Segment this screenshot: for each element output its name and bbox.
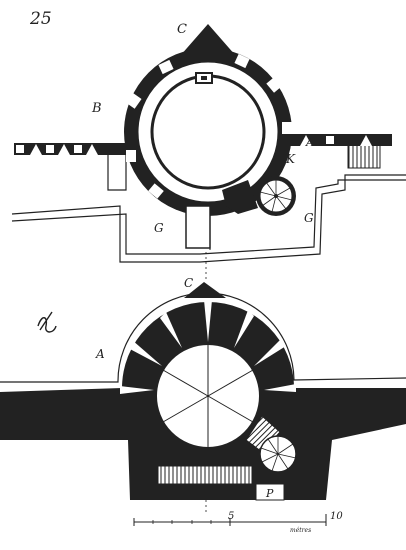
scale-tick-5: 5 <box>228 511 234 522</box>
upper-tower-spur <box>180 24 236 56</box>
upper-plan: C B A K G G <box>11 22 406 263</box>
upper-spiral-stair <box>222 176 296 216</box>
upper-tower-chamber <box>150 74 266 190</box>
lower-label-c: C <box>184 276 193 290</box>
scale-unit: métres <box>290 527 311 534</box>
upper-embrasures <box>126 53 292 199</box>
upper-label-k: K <box>285 152 296 166</box>
north-mark <box>37 311 57 333</box>
lower-plan: C A P <box>0 276 406 501</box>
lower-label-p: P <box>265 487 274 500</box>
lower-embrasures <box>120 300 296 394</box>
lower-stair-passage <box>245 415 281 453</box>
lower-label-a: A <box>95 347 105 361</box>
upper-label-g-left: G <box>154 221 164 235</box>
lower-tower-spur <box>184 282 226 298</box>
upper-entrance-passage <box>185 205 211 249</box>
lower-gallery-passage <box>147 428 169 466</box>
upper-label-g-right: G <box>304 211 314 225</box>
lower-spiral-stair <box>259 435 297 473</box>
upper-label-b: B <box>91 101 102 116</box>
upper-annex-left <box>107 148 127 191</box>
lower-room-p <box>255 483 285 501</box>
upper-curtain-wall-left <box>14 143 126 155</box>
lower-vault-ribs <box>162 344 254 448</box>
plate-number: 25 <box>29 9 52 29</box>
upper-label-c: C <box>177 22 187 37</box>
upper-enclosure-inner <box>11 179 406 255</box>
scale-tick-10: 10 <box>330 511 343 522</box>
scale-bar: 5 10 métres <box>133 511 343 534</box>
upper-curtain-wall-right <box>286 134 392 146</box>
upper-label-a: A <box>305 135 315 149</box>
lower-long-passage <box>157 465 253 485</box>
